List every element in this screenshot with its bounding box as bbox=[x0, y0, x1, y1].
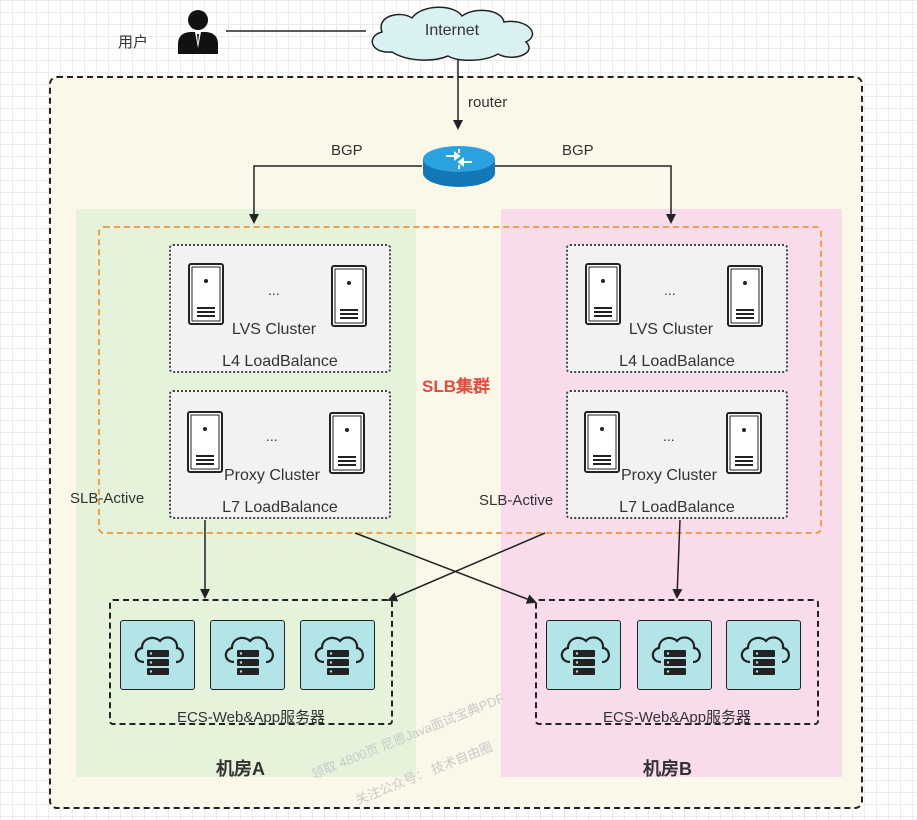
router-to-room-a-arrow bbox=[249, 165, 422, 224]
cloud-server-icon bbox=[651, 636, 701, 675]
room-a-l7-cluster-label: Proxy Cluster bbox=[223, 467, 321, 484]
room-b-l7-label: L7 LoadBalance bbox=[619, 499, 735, 516]
cloud-icon bbox=[371, 6, 534, 61]
room-b-slb-active-label: SLB-Active bbox=[479, 492, 554, 509]
l7-ellipsis: ... bbox=[266, 428, 278, 444]
user-icon bbox=[178, 10, 218, 54]
room-a-l7-label: L7 LoadBalance bbox=[222, 499, 338, 516]
user-label: 用户 bbox=[118, 34, 149, 51]
l4-ellipsis: ... bbox=[268, 282, 280, 298]
server-icon bbox=[331, 265, 367, 327]
router-to-room-b-arrow bbox=[494, 165, 676, 224]
room-b-ecs-box bbox=[535, 599, 819, 725]
l7-ellipsis: ... bbox=[663, 428, 675, 444]
l4-ellipsis: ... bbox=[664, 282, 676, 298]
ecs-tile bbox=[726, 620, 801, 690]
ecs-tile bbox=[637, 620, 712, 690]
room-a-title: 机房A bbox=[216, 759, 265, 779]
slb-cluster-group bbox=[98, 226, 822, 534]
cloud-server-icon bbox=[740, 636, 790, 675]
cloud-server-icon bbox=[134, 636, 184, 675]
ecs-tile bbox=[546, 620, 621, 690]
room-a-slb-active-label: SLB-Active bbox=[70, 490, 145, 507]
ecs-tile bbox=[210, 620, 285, 690]
room-a-l4-cluster-label: LVS Cluster bbox=[231, 321, 317, 338]
room-b-ecs-label: ECS-Web&App服务器 bbox=[602, 709, 752, 726]
router-icon bbox=[423, 146, 495, 187]
room-a-ecs-box bbox=[109, 599, 393, 725]
cloud-server-icon bbox=[560, 636, 610, 675]
room-a-ecs-label: ECS-Web&App服务器 bbox=[176, 709, 326, 726]
room-b-l4-cluster-label: LVS Cluster bbox=[628, 321, 714, 338]
room-a-l4-label: L4 LoadBalance bbox=[222, 353, 338, 370]
server-icon bbox=[187, 411, 223, 473]
bgp-right-label: BGP bbox=[562, 142, 594, 159]
router-label: router bbox=[468, 94, 508, 111]
slb-cluster-title: SLB集群 bbox=[422, 377, 490, 396]
room-b-l7-cluster-label: Proxy Cluster bbox=[620, 467, 718, 484]
room-b-title: 机房B bbox=[643, 759, 692, 779]
room-b-l4-label: L4 LoadBalance bbox=[619, 353, 735, 370]
bgp-left-label: BGP bbox=[331, 142, 363, 159]
server-icon bbox=[727, 265, 763, 327]
server-icon bbox=[584, 411, 620, 473]
cloud-server-icon bbox=[224, 636, 274, 675]
server-icon bbox=[585, 263, 621, 325]
room-b-l7-to-ecs-b-arrow bbox=[672, 519, 683, 599]
room-a-l7-to-ecs-b-arrow bbox=[354, 532, 537, 604]
server-icon bbox=[726, 412, 762, 474]
cloud-server-icon bbox=[314, 636, 364, 675]
room-b-l7-to-ecs-a-arrow bbox=[387, 532, 546, 602]
ecs-tile bbox=[300, 620, 375, 690]
ecs-tile bbox=[120, 620, 195, 690]
server-icon bbox=[188, 263, 224, 325]
server-icon bbox=[329, 412, 365, 474]
internet-label: Internet bbox=[424, 22, 480, 39]
